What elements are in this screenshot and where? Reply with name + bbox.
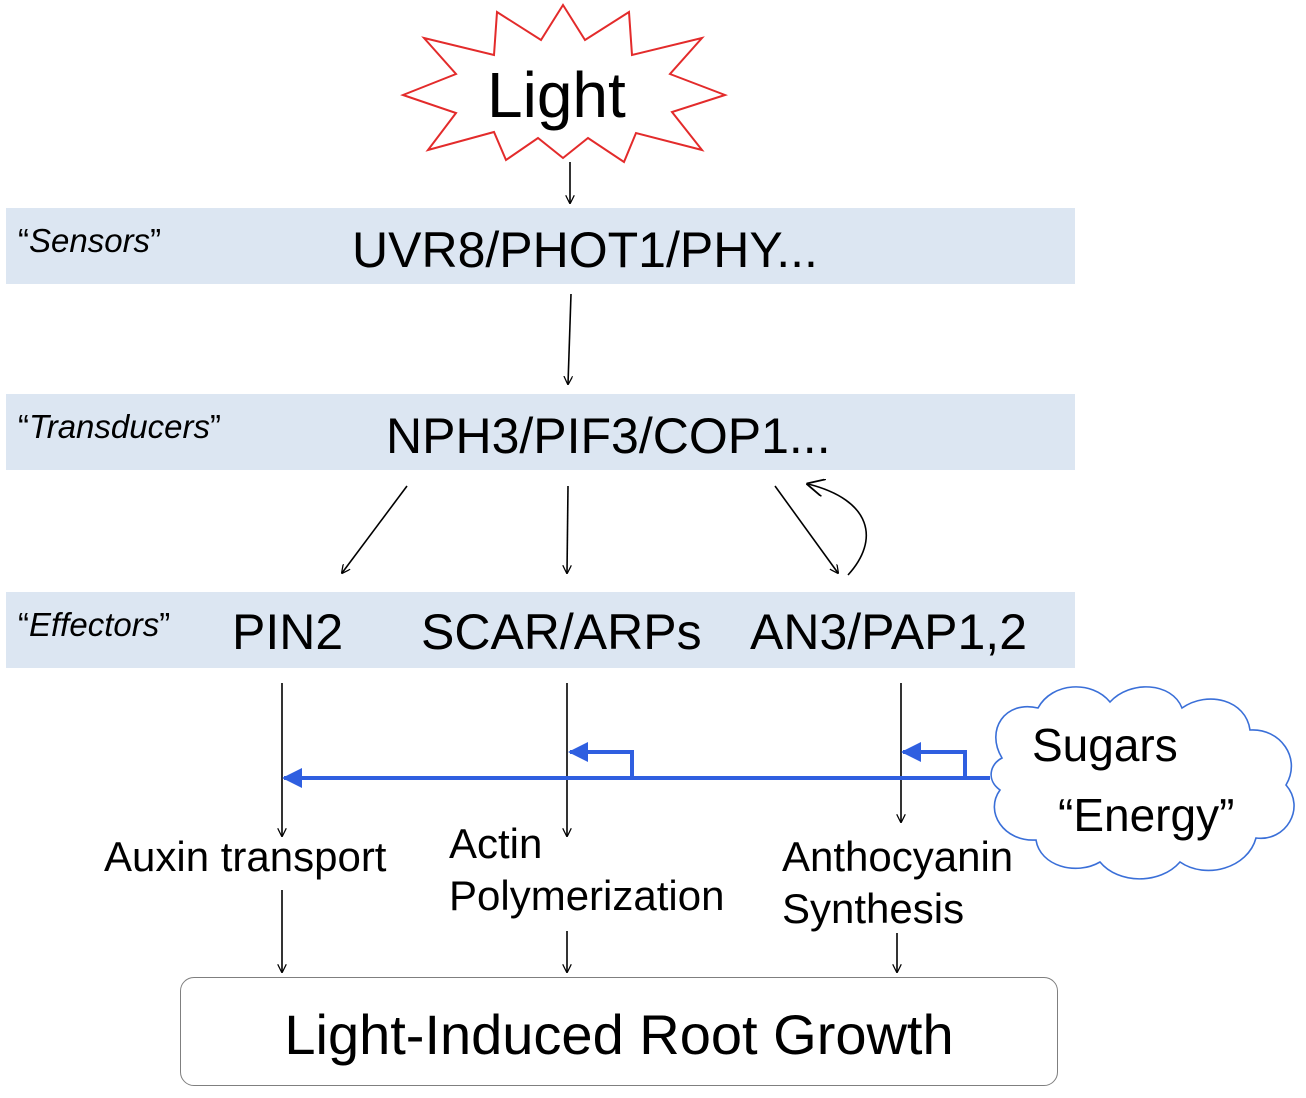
transducers-molecules: NPH3/PIF3/COP1... [386, 408, 831, 464]
sugars-cloud [990, 686, 1295, 880]
process-line: Actin [449, 820, 543, 867]
effector-an3-pap: AN3/PAP1,2 [750, 604, 1028, 660]
energy-label: “Energy” [1058, 789, 1235, 841]
outcome-label: Light-Induced Root Growth [284, 1003, 954, 1066]
effector-pin2: PIN2 [232, 604, 344, 660]
arrow-transducers-to-an3 [774, 485, 838, 573]
arrow-transducers-to-pin2 [342, 485, 408, 573]
quote-open: “ [18, 222, 29, 259]
arrow-sensors-to-transducers [568, 293, 571, 384]
transducers-label-name: Transducers [29, 408, 210, 445]
process-line: Anthocyanin [782, 833, 1014, 880]
process-auxin-transport: Auxin transport [104, 831, 386, 883]
sugars-label: Sugars [1032, 719, 1178, 771]
effectors-tier-label: “Effectors” [18, 606, 170, 644]
effectors-band [6, 592, 1075, 668]
sensors-band [6, 208, 1075, 284]
quote-open: “ [18, 606, 29, 643]
light-label: Light [487, 59, 626, 131]
outcome-box: Light-Induced Root Growth [180, 977, 1058, 1086]
arrow-transducers-to-scar [567, 485, 568, 573]
arrow-feedback-an3-to-transducers [808, 484, 868, 576]
effector-scar-arps: SCAR/ARPs [421, 604, 702, 660]
transducers-tier-label: “Transducers” [18, 408, 221, 446]
transducers-band [6, 394, 1075, 470]
sugar-arrow-branch-anthocyanin [901, 742, 967, 778]
quote-open: “ [18, 408, 29, 445]
quote-close: ” [159, 606, 171, 643]
quote-close: ” [150, 222, 162, 259]
sensors-label-name: Sensors [29, 222, 151, 259]
effectors-label-name: Effectors [29, 606, 160, 643]
light-starburst [400, 3, 729, 164]
quote-close: ” [209, 408, 221, 445]
sugar-arrow-branch-actin [568, 742, 634, 778]
process-anthocyanin-synthesis: Anthocyanin Synthesis [782, 831, 1013, 935]
sensors-molecules: UVR8/PHOT1/PHY... [352, 222, 818, 278]
process-actin-polymerization: Actin Polymerization [449, 818, 724, 922]
sensors-tier-label: “Sensors” [18, 222, 161, 260]
process-line: Auxin transport [104, 833, 387, 880]
process-line: Polymerization [449, 872, 725, 919]
process-line: Synthesis [782, 885, 965, 932]
